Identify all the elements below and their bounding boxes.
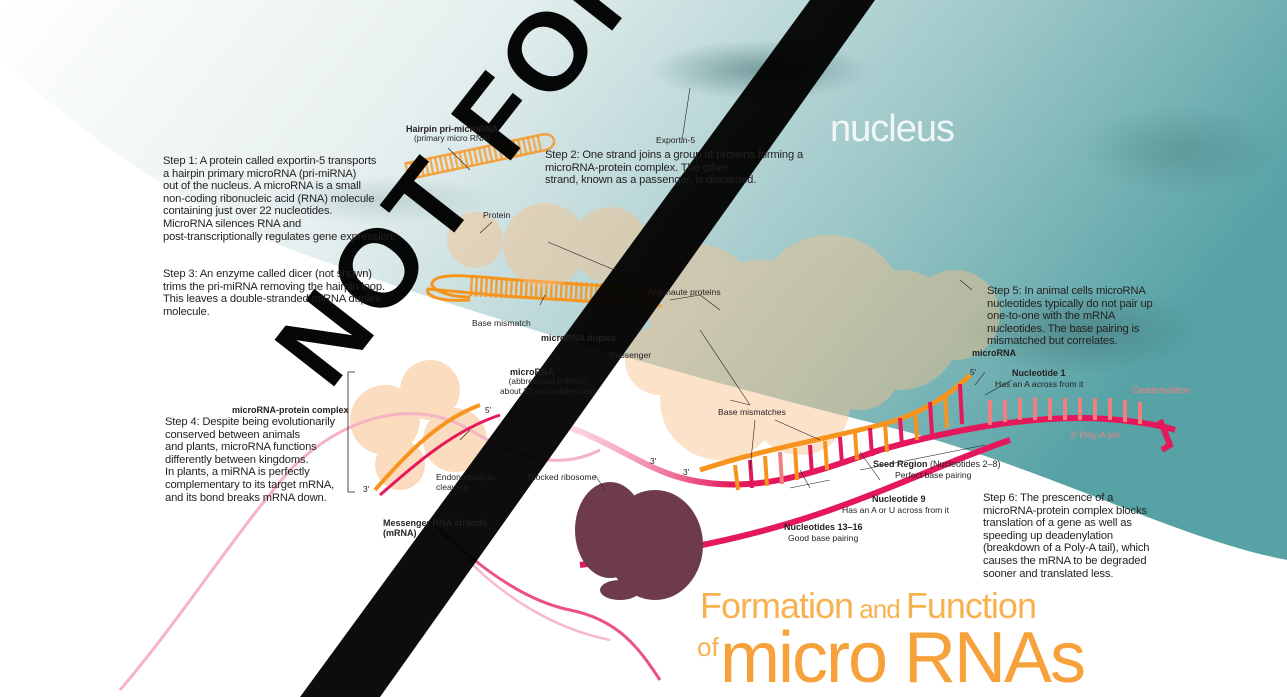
title-line-2: micro RNAs <box>720 622 1084 694</box>
complex-label: microRNA-protein complex <box>232 405 349 415</box>
nucleotide-1-label: Nucleotide 1 <box>1012 368 1066 378</box>
step-3-text: Step 3: An enzyme called dicer (not show… <box>163 268 385 318</box>
seed-region-label: Seed Region (Nucleotides 2–8) <box>873 459 1001 469</box>
step-2-text: Step 2: One strand joins a group of prot… <box>545 149 803 187</box>
nucleotides-13-16-label: Nucleotides 13–16 <box>784 522 863 532</box>
seed-region-title: Seed Region <box>873 459 928 469</box>
polya-label: 3' Poly-A tail <box>1070 430 1119 440</box>
nucleotide-9-sublabel: Has an A or U across from it <box>842 505 949 515</box>
argonaute-label: Argonaute proteins <box>648 287 721 297</box>
exportin-label: Exportin-5 <box>656 135 695 145</box>
protein-label: Protein <box>483 210 510 220</box>
nucleotide-1-sublabel: Has an A across from it <box>995 379 1083 389</box>
title-of: of <box>697 632 719 663</box>
step-5-text: Step 5: In animal cells microRNA nucleot… <box>987 285 1153 348</box>
three-prime-label-left: 3' <box>363 485 369 495</box>
microrna-left-sublabel: (abbreviated miRNA) about 22 nucleotides… <box>500 377 595 396</box>
three-prime-label-right: 3' <box>683 468 689 478</box>
hairpin-sublabel: (primary micro RNA) <box>414 134 490 144</box>
seed-region-sublabel: Perfect base pairing <box>895 470 971 480</box>
seed-region-range: (Nucleotides 2–8) <box>928 459 1001 469</box>
three-prime-label-mid: 3' <box>650 457 656 467</box>
base-mismatches-label: Base mismatches <box>718 407 786 417</box>
deadenylation-label: Deadenylation <box>1133 385 1191 395</box>
nucleus-label: nucleus <box>830 108 954 151</box>
nucleotides-13-16-sublabel: Good base pairing <box>788 533 858 543</box>
nucleotide-9-label: Nucleotide 9 <box>872 494 926 504</box>
microrna-right-label: microRNA <box>972 348 1016 358</box>
passenger-label: Passenger <box>610 350 651 360</box>
step-4-text: Step 4: Despite being evolutionarily con… <box>165 416 335 504</box>
endonucleolytic-label: Endonucleolytic cleavage <box>436 472 496 492</box>
step-1-text: Step 1: A protein called exportin-5 tran… <box>163 155 396 243</box>
five-prime-label-right: 5' <box>970 368 976 378</box>
messenger-label: Messenger RNA strands (mRNA) <box>383 518 487 538</box>
base-mismatch-label: Base mismatch <box>472 318 531 328</box>
step-6-text: Step 6: The prescence of a microRNA-prot… <box>983 492 1149 580</box>
duplex-label: microRNA duplex <box>541 333 616 343</box>
five-prime-label-left: 5' <box>485 406 491 416</box>
blocked-ribosome-label: Blocked ribosome <box>528 472 596 482</box>
